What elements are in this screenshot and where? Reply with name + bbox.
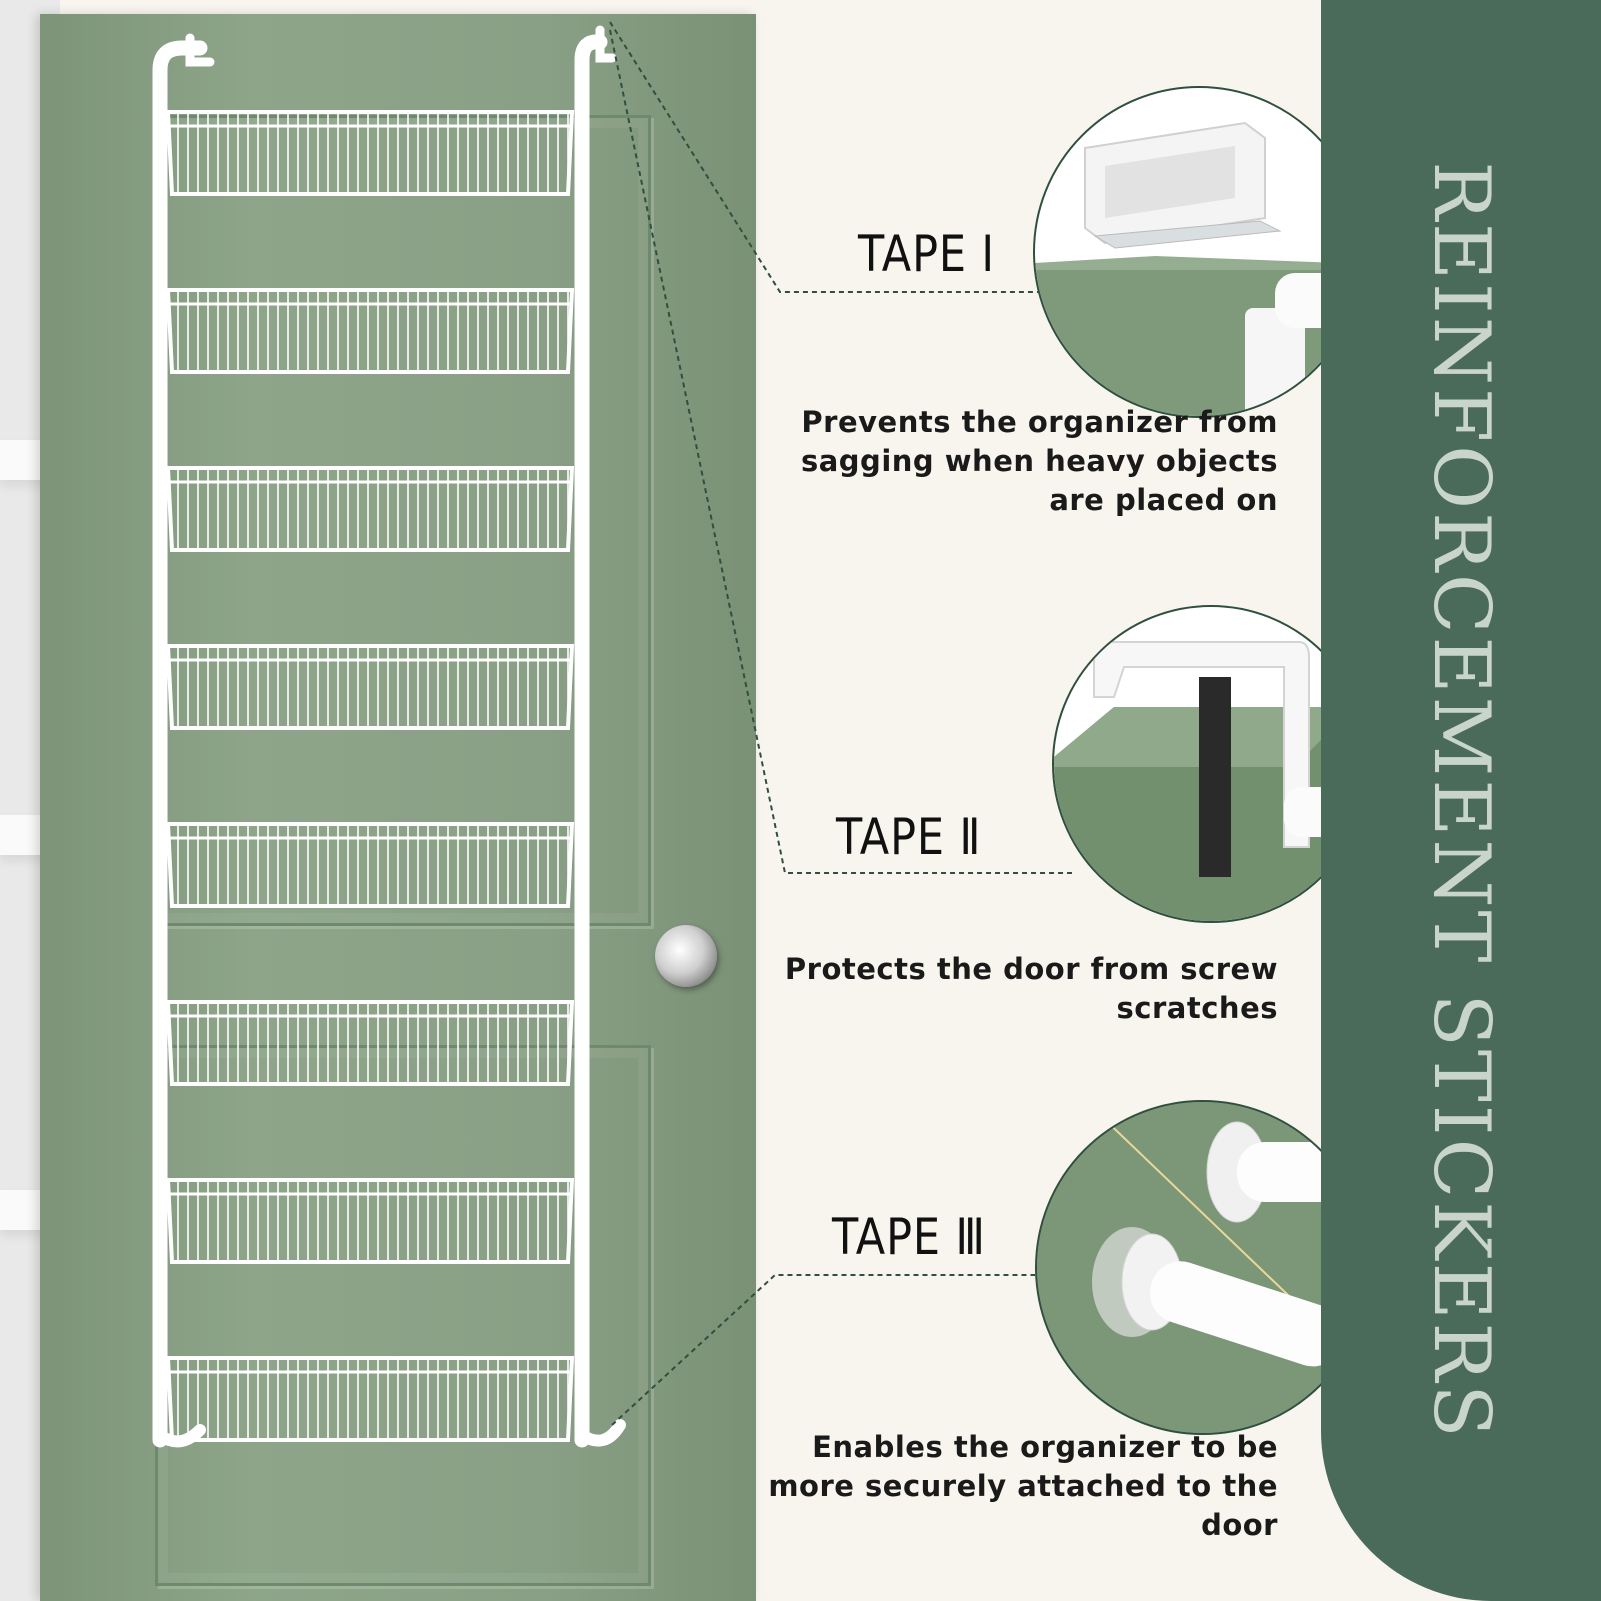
description-line: door [1201,1508,1278,1542]
tape-1-description: Prevents the organizer from sagging when… [730,403,1278,520]
leader-line-tape-1 [609,21,1045,293]
wire-basket [154,1178,586,1264]
tape-2-title: TAPE Ⅱ [836,808,982,866]
zoom-circle-tape-3 [1035,1100,1370,1435]
wire-basket [154,644,586,730]
rack-frame [152,25,626,1448]
side-banner-title: REINFORCEMENT STICKERS [1416,160,1506,1441]
tape-1-title: TAPE Ⅰ [858,225,995,283]
description-line: sagging when heavy objects [800,444,1278,478]
description-line: Enables the organizer to be [812,1430,1278,1464]
door-knob [655,925,717,987]
tape-3-description: Enables the organizer to be more securel… [730,1428,1278,1545]
wire-basket [154,110,586,196]
zoom-circle-tape-2 [1052,605,1370,923]
description-line: Protects the door from screw [784,952,1278,986]
zoom-circle-tape-1 [1033,86,1365,418]
wire-basket [154,1356,586,1442]
wire-basket [154,1000,586,1086]
description-line: Prevents the organizer from [801,405,1278,439]
wire-basket [154,822,586,908]
leader-line-tape-2 [609,29,1075,874]
wire-rack [152,25,626,1448]
description-line: more securely attached to the [768,1469,1278,1503]
wire-basket [154,466,586,552]
description-line: scratches [1116,991,1278,1025]
wire-basket [154,288,586,374]
tape-2-description: Protects the door from screw scratches [730,950,1278,1028]
tape-3-title: TAPE Ⅲ [832,1208,986,1266]
side-banner-title-wrap: REINFORCEMENT STICKERS [1321,0,1601,1601]
leader-line-tape-3 [611,1274,1035,1426]
side-banner [1321,0,1601,1601]
description-line: are placed on [1049,483,1278,517]
